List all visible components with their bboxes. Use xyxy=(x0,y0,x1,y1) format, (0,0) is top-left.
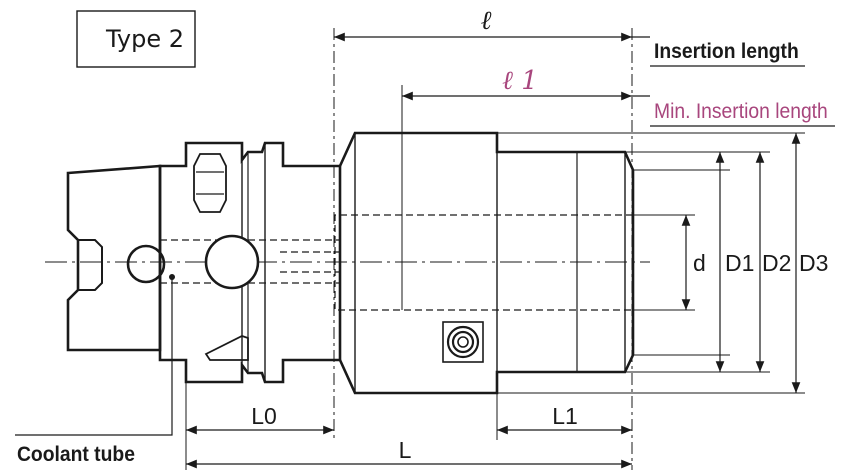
coolant-tube-circle xyxy=(126,244,166,284)
type-box: Type 2 xyxy=(76,10,196,68)
dim-L0: L0 xyxy=(186,403,334,435)
dim-L: L xyxy=(186,437,632,469)
coolant-label: Coolant tube xyxy=(17,443,135,466)
tool-bore xyxy=(334,214,633,311)
coolant-leader xyxy=(15,277,173,436)
shank xyxy=(66,164,162,352)
min-insertion-text: Min. Insertion length xyxy=(654,100,828,123)
type-label: Type 2 xyxy=(105,25,184,53)
dim-insertion-length: ℓ Insertion length xyxy=(334,6,805,67)
set-screw xyxy=(442,321,484,363)
label-D2: D2 xyxy=(762,250,791,276)
key-slot xyxy=(193,153,227,213)
flange-bore xyxy=(204,234,260,290)
label-d: d xyxy=(693,250,706,276)
dim-L1: L1 xyxy=(497,403,632,435)
label-L: L xyxy=(399,437,412,463)
label-L1: L1 xyxy=(552,403,578,429)
insertion-symbol: ℓ xyxy=(481,6,492,36)
label-D3: D3 xyxy=(799,250,828,276)
label-L0: L0 xyxy=(251,403,277,429)
min-insertion-symbol: ℓ 1 xyxy=(502,66,538,96)
body xyxy=(338,131,635,395)
insertion-text: Insertion length xyxy=(654,40,799,63)
dim-D1: D1 xyxy=(715,152,754,372)
dim-min-insertion-length: ℓ 1 Min. Insertion length xyxy=(402,66,835,127)
label-D1: D1 xyxy=(725,250,754,276)
drive-slot xyxy=(78,239,103,291)
dim-d: d xyxy=(681,215,706,310)
dim-D2: D2 xyxy=(755,152,791,372)
flange-notch xyxy=(204,335,249,361)
dim-D3: D3 xyxy=(791,133,828,393)
